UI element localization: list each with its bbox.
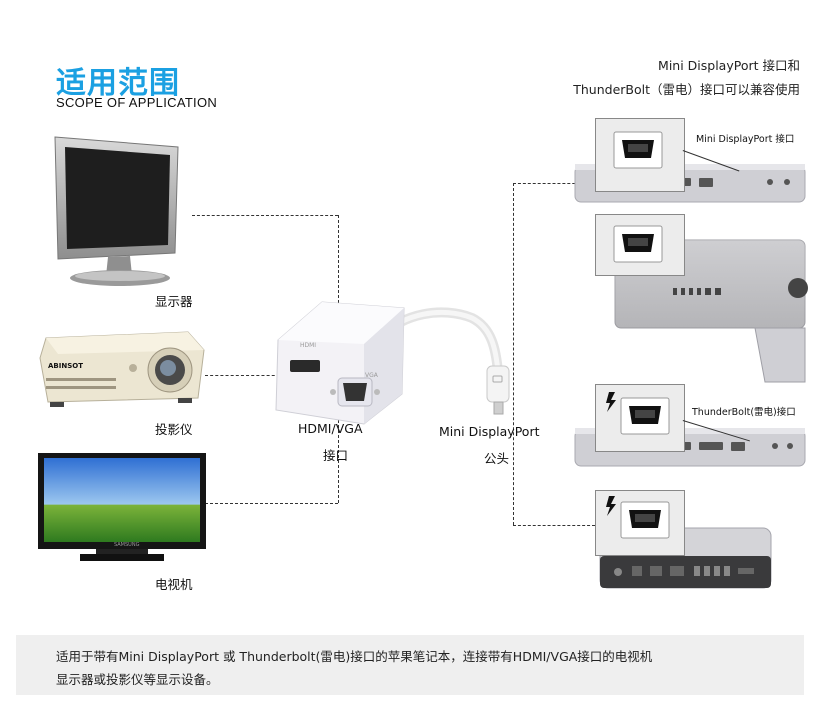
tv-label: 电视机 [155, 577, 193, 592]
hdmi-port-mark: HDMI [300, 342, 317, 349]
tb-callout-label: ThunderBolt(雷电)接口 [692, 407, 796, 418]
monitor-image [54, 136, 179, 286]
mini-displayport-icon [613, 131, 663, 169]
projector-image [39, 331, 205, 407]
adapter-port-label-sub: 接口 [323, 448, 349, 463]
tv-connector-line [205, 503, 338, 504]
connector-label-sub: 公头 [484, 451, 510, 466]
monitor-connector-line [192, 215, 338, 216]
thunderbolt-port-icon [606, 496, 670, 539]
thunderbolt-port-icon [606, 392, 670, 435]
compat-note-line2: ThunderBolt（雷电）接口可以兼容使用 [573, 82, 800, 97]
connector-label: Mini DisplayPort [439, 424, 540, 439]
macmini-connector-line [513, 525, 595, 526]
mdp-callout-label: Mini DisplayPort 接口 [696, 134, 795, 145]
footer-line2: 显示器或投影仪等显示设备。 [56, 672, 219, 687]
section-subtitle: SCOPE OF APPLICATION [56, 95, 218, 110]
compat-note-line1: Mini DisplayPort 接口和 [658, 58, 800, 73]
footer-panel: 适用于带有Mini DisplayPort 或 Thunderbolt(雷电)接… [16, 635, 804, 695]
right-trunk-line [513, 183, 514, 525]
adapter-port-label: HDMI/VGA [298, 421, 363, 436]
section-title: 适用范围 [56, 66, 180, 101]
adapter-image [275, 301, 510, 425]
tv-image [38, 453, 206, 561]
projector-brand: ABINSOT [48, 362, 83, 370]
tv-brand: SAMSUNG [114, 542, 140, 548]
footer-line1: 适用于带有Mini DisplayPort 或 Thunderbolt(雷电)接… [56, 649, 653, 664]
mini-displayport-icon [613, 225, 663, 263]
macbook1-connector-line [513, 183, 595, 184]
vga-port-mark: VGA [365, 372, 378, 379]
projector-connector-line [205, 375, 285, 376]
monitor-label: 显示器 [155, 294, 193, 309]
projector-label: 投影仪 [155, 422, 193, 437]
